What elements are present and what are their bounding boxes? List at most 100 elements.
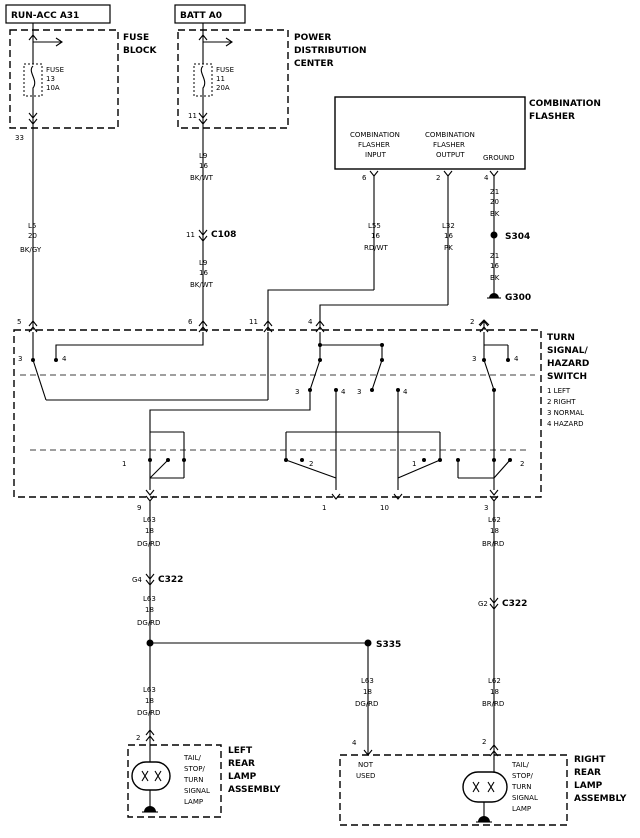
l9b-l1: L9 (199, 259, 207, 267)
left-lamp-ground-icon (144, 806, 156, 812)
switch-top-pin-2: 2 (470, 318, 474, 326)
g300-label: G300 (505, 293, 531, 303)
batt-box (174, 4, 246, 24)
l62a-l2: 18 (490, 527, 499, 535)
z1a-l3: BK (490, 210, 500, 218)
right-lamp-title-3: LAMP (574, 781, 603, 791)
switch-top-pin-11: 11 (249, 318, 258, 326)
l63a-l3: DG/RD (137, 540, 160, 548)
right-lamp-bulb-icon (462, 771, 508, 803)
fuse11-l2: 11 (216, 75, 225, 83)
pdc-label-1: POWER (294, 33, 331, 43)
right-lamp-title-2: REAR (574, 768, 601, 778)
fuse-block-outline (9, 29, 119, 129)
batt-label: BATT A0 (180, 11, 222, 21)
right-lamp-desc-4: SIGNAL (512, 794, 538, 802)
pdc-outline (177, 29, 289, 129)
run-acc-label: RUN-ACC A31 (11, 11, 79, 21)
l32-l1: L32 (442, 222, 455, 230)
l63d-l3: DG/RD (355, 700, 378, 708)
run-acc-box (5, 4, 111, 24)
l9b-l3: BK/WT (190, 281, 214, 289)
l62b-l2: 18 (490, 688, 499, 696)
switch-title-1: TURN (547, 333, 575, 343)
left-lamp-desc-2: STOP/ (184, 765, 205, 773)
right-lamp-desc-2: STOP/ (512, 772, 533, 780)
combination-flasher-box (334, 96, 526, 170)
switch-pos-b4: 4 (341, 388, 346, 396)
switch-top-pin-4: 4 (308, 318, 313, 326)
z1a-l1: Z1 (490, 188, 499, 196)
l9b-l2: 16 (199, 269, 208, 277)
not-used-1: NOT (358, 761, 374, 769)
left-lamp-desc-5: LAMP (184, 798, 203, 806)
l55-l2: 16 (371, 232, 380, 240)
flasher-title-2: FLASHER (529, 112, 575, 122)
right-lamp-desc-1: TAIL/ (511, 761, 529, 769)
flasher-pin-6: 6 (362, 174, 367, 182)
l63b-l3: DG/RD (137, 619, 160, 627)
switch-pos-d4: 4 (514, 355, 519, 363)
left-lamp-title-2: REAR (228, 759, 255, 769)
l62a-l3: BR/RD (482, 540, 504, 548)
pin-11-pdc: 11 (188, 112, 197, 120)
pdc-label-3: CENTER (294, 59, 334, 69)
l55-l3: RD/WT (364, 244, 389, 252)
flasher-input-1: COMBINATION (350, 131, 400, 139)
z1b-l1: Z1 (490, 252, 499, 260)
switch-pos-c3: 3 (357, 388, 361, 396)
right-lamp-title-4: ASSEMBLY (574, 794, 627, 804)
switch-top-pin-6: 6 (188, 318, 193, 326)
left-lamp-title-1: LEFT (228, 746, 253, 756)
c322-right-label: C322 (502, 599, 527, 609)
not-used-pin: 4 (352, 739, 357, 747)
c322-left-pin: G4 (132, 576, 142, 584)
l63a-l1: L63 (143, 516, 156, 524)
l32-l3: PK (444, 244, 453, 252)
flasher-input-2: FLASHER (358, 141, 390, 149)
s304-label: S304 (505, 232, 530, 242)
c108-pin: 11 (186, 231, 195, 239)
l62b-l3: BR/RD (482, 700, 504, 708)
switch-pos-b3: 3 (295, 388, 299, 396)
flasher-output-1: COMBINATION (425, 131, 475, 139)
right-lamp-pin: 2 (482, 738, 486, 746)
switch-legend-2: 2 RIGHT (547, 398, 576, 406)
l63b-l2: 18 (145, 606, 154, 614)
switch-bottom-pin-10: 10 (380, 504, 389, 512)
right-lamp-ground-icon (478, 816, 490, 822)
right-lamp-title-1: RIGHT (574, 755, 606, 765)
l63a-l2: 18 (145, 527, 154, 535)
flasher-output-2: FLASHER (433, 141, 465, 149)
l32-l2: 16 (444, 232, 453, 240)
switch-pos-f1: 1 (412, 460, 416, 468)
l9a-l1: L9 (199, 152, 207, 160)
left-lamp-desc-4: SIGNAL (184, 787, 210, 795)
flasher-output-3: OUTPUT (436, 151, 465, 159)
fuse11-l1: FUSE (216, 66, 234, 74)
c108-label: C108 (211, 230, 236, 240)
right-lamp-desc-5: LAMP (512, 805, 531, 813)
left-lamp-desc-1: TAIL/ (183, 754, 201, 762)
switch-legend-1: 1 LEFT (547, 387, 571, 395)
not-used-2: USED (356, 772, 375, 780)
flasher-pin-2: 2 (436, 174, 440, 182)
switch-title-4: SWITCH (547, 372, 587, 382)
switch-pos-e2: 2 (309, 460, 313, 468)
left-lamp-pin: 2 (136, 734, 140, 742)
l5-l3: BK/GY (20, 246, 42, 254)
switch-top-pin-5: 5 (17, 318, 21, 326)
left-lamp-bulb-icon (131, 761, 171, 791)
l63b-l1: L63 (143, 595, 156, 603)
flasher-input-3: INPUT (365, 151, 387, 159)
l5-l2: 20 (28, 232, 37, 240)
right-rear-lamp-outline (339, 754, 568, 826)
l63c-l2: 18 (145, 697, 154, 705)
l63c-l1: L63 (143, 686, 156, 694)
l63d-l2: 18 (363, 688, 372, 696)
c322-left-label: C322 (158, 575, 183, 585)
l9a-l3: BK/WT (190, 174, 214, 182)
z1b-l2: 16 (490, 262, 499, 270)
right-lamp-desc-3: TURN (511, 783, 532, 791)
